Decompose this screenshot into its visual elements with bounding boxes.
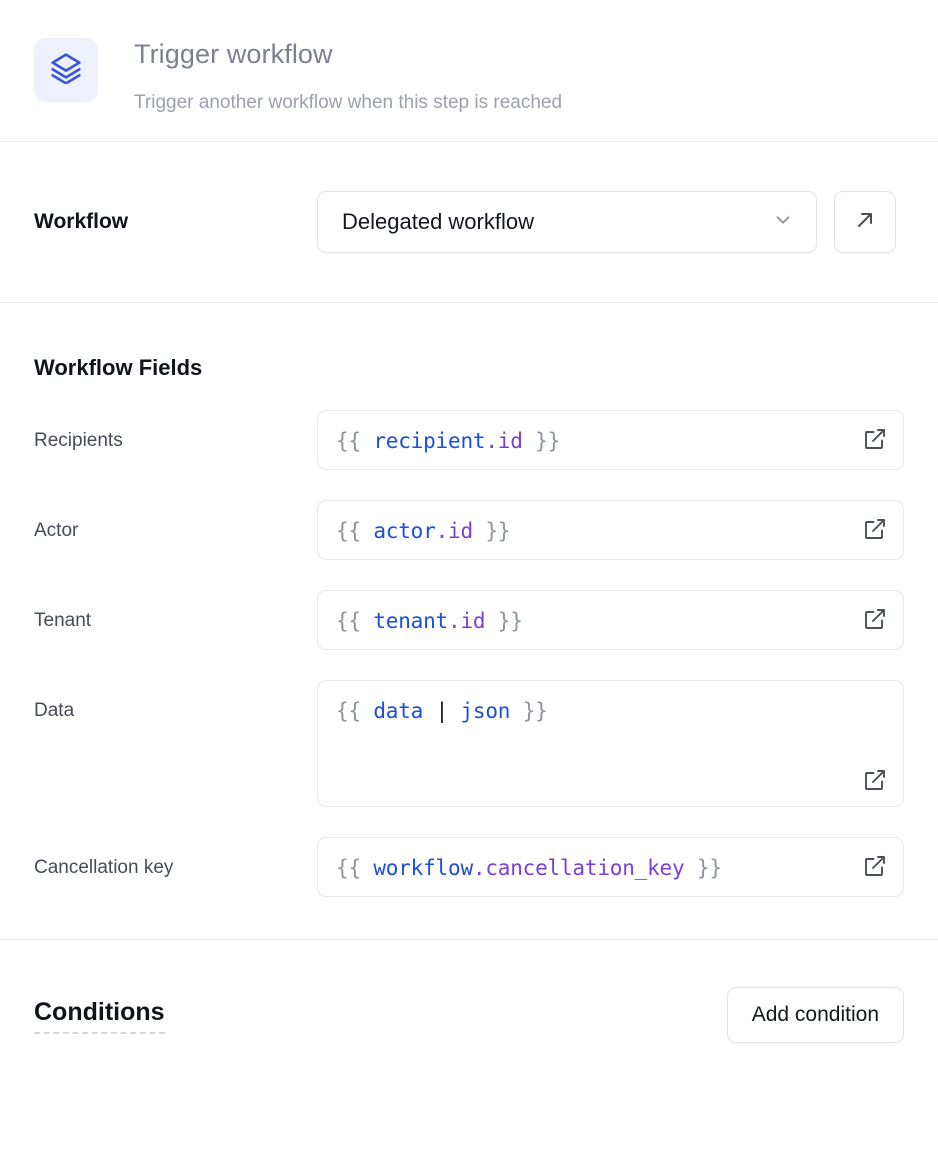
field-input[interactable]: {{ data | json }} bbox=[317, 680, 904, 807]
field-value: {{ data | json }} bbox=[336, 699, 548, 723]
field-input[interactable]: {{ workflow.cancellation_key }} bbox=[317, 837, 904, 897]
external-link-icon[interactable] bbox=[863, 854, 887, 878]
external-link-icon[interactable] bbox=[863, 607, 887, 631]
field-row: Tenant {{ tenant.id }} bbox=[34, 590, 904, 650]
conditions-section: Conditions Add condition bbox=[0, 940, 938, 1090]
field-input[interactable]: {{ actor.id }} bbox=[317, 500, 904, 560]
page-subtitle: Trigger another workflow when this step … bbox=[134, 92, 563, 113]
field-value: {{ tenant.id }} bbox=[336, 609, 523, 633]
workflow-select-value: Delegated workflow bbox=[342, 209, 534, 234]
divider-workflow bbox=[0, 302, 938, 303]
arrow-up-right-icon bbox=[853, 208, 877, 237]
field-row: Actor {{ actor.id }} bbox=[34, 500, 904, 560]
workflow-fields-title: Workflow Fields bbox=[34, 355, 203, 380]
step-header-text: Trigger workflow Trigger another workflo… bbox=[134, 34, 562, 118]
field-label: Cancellation key bbox=[34, 857, 174, 878]
workflow-select[interactable]: Delegated workflow bbox=[317, 191, 817, 253]
field-row: Cancellation key {{ workflow.cancellation… bbox=[34, 837, 904, 897]
layers-icon bbox=[50, 52, 82, 89]
page-title: Trigger workflow bbox=[134, 39, 333, 69]
divider-header bbox=[0, 141, 938, 142]
field-row: Recipients {{ recipient.id }} bbox=[34, 410, 904, 470]
layers-icon-container bbox=[34, 38, 98, 102]
field-row: Data {{ data | json }} bbox=[34, 680, 904, 807]
workflow-section: Workflow Delegated workflow bbox=[0, 142, 938, 302]
field-value: {{ recipient.id }} bbox=[336, 429, 561, 453]
conditions-title: Conditions bbox=[34, 997, 165, 1034]
workflow-fields-section: Workflow Fields Recipients {{ recipient.i… bbox=[0, 303, 938, 897]
chevron-down-icon bbox=[772, 209, 794, 236]
field-input[interactable]: {{ tenant.id }} bbox=[317, 590, 904, 650]
external-link-icon[interactable] bbox=[863, 427, 887, 451]
add-condition-button[interactable]: Add condition bbox=[726, 987, 904, 1043]
field-label: Data bbox=[34, 700, 75, 721]
workflow-fields-list: Recipients {{ recipient.id }} Actor {{ acto… bbox=[34, 410, 904, 897]
divider-fields bbox=[0, 939, 938, 940]
field-label: Recipients bbox=[34, 430, 123, 451]
field-input[interactable]: {{ recipient.id }} bbox=[317, 410, 904, 470]
field-value: {{ actor.id }} bbox=[336, 519, 511, 543]
field-label: Actor bbox=[34, 520, 79, 541]
open-workflow-button[interactable] bbox=[834, 191, 896, 253]
external-link-icon[interactable] bbox=[863, 768, 887, 792]
step-header: Trigger workflow Trigger another workflo… bbox=[0, 0, 938, 141]
field-value: {{ workflow.cancellation_key }} bbox=[336, 856, 722, 880]
external-link-icon[interactable] bbox=[863, 517, 887, 541]
field-label: Tenant bbox=[34, 610, 92, 631]
workflow-label: Workflow bbox=[34, 210, 129, 233]
